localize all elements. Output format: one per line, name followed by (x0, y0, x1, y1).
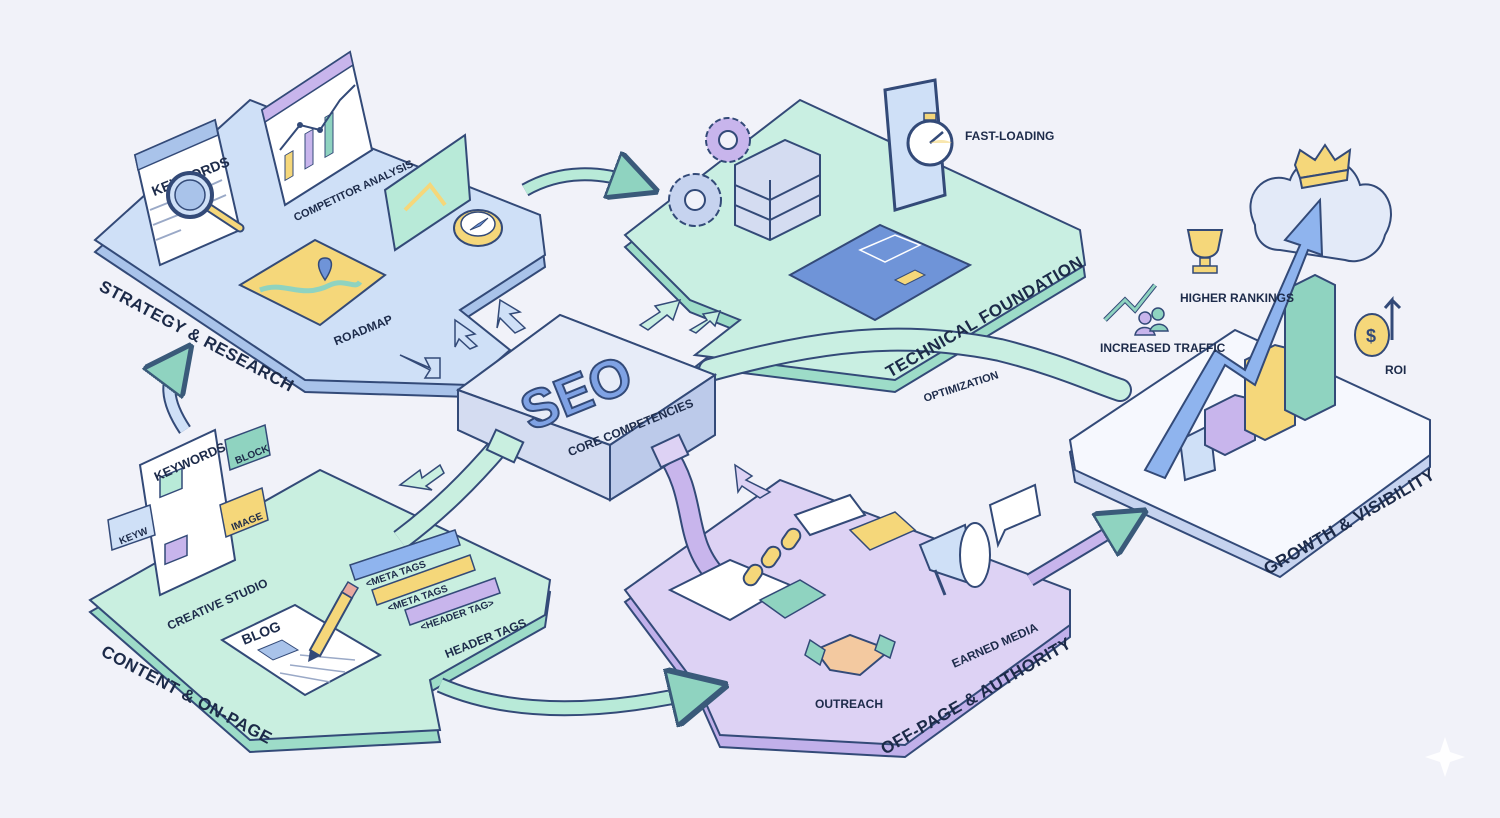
sparkle-icon (1425, 737, 1465, 777)
roadmap-icon (237, 238, 387, 327)
block-tag (224, 423, 271, 472)
users-icon (1134, 307, 1169, 336)
pencil-icon (308, 580, 360, 662)
gear-icon (668, 117, 751, 227)
optimization-label: OPTIMIZATION (922, 369, 1000, 405)
blog-document (219, 603, 383, 697)
trend-up-icon (1103, 283, 1157, 322)
roi-label: ROI (1385, 363, 1406, 377)
compass-icon (453, 209, 503, 247)
trophy-icon (1186, 229, 1224, 274)
image-tag (219, 486, 269, 539)
bar-chart-icon (1178, 273, 1336, 482)
link-chain-icon (742, 527, 802, 587)
blueprint-icon (787, 223, 973, 322)
higher-rankings-label: HIGHER RANKINGS (1180, 291, 1294, 305)
map-icon (383, 133, 472, 252)
content-document (138, 428, 237, 597)
hub-arrows (398, 298, 772, 499)
meta-tags (349, 529, 501, 626)
stopwatch-icon (906, 112, 954, 167)
dollar-glyph: $ (1366, 326, 1376, 346)
megaphone-icon (918, 522, 991, 596)
fast-loading-label: FAST-LOADING (965, 129, 1054, 143)
server-icon (734, 138, 821, 242)
handshake-icon (804, 633, 896, 677)
speech-bubble-icon (988, 483, 1042, 549)
offpage-platform (623, 478, 1071, 759)
magnifier-icon (166, 171, 245, 233)
seo-hub[interactable] (455, 313, 718, 502)
growth-platform (1068, 328, 1431, 579)
crown-icon (1293, 143, 1352, 190)
flow-connectors (169, 174, 1130, 708)
keyw-tag (107, 503, 156, 552)
outreach-label: OUTREACH (815, 697, 883, 711)
growth-arrow (1143, 197, 1324, 480)
coin-icon: $ (1354, 296, 1402, 357)
increased-traffic-label: INCREASED TRAFFIC (1100, 341, 1226, 355)
line-chart-icon (260, 50, 374, 207)
